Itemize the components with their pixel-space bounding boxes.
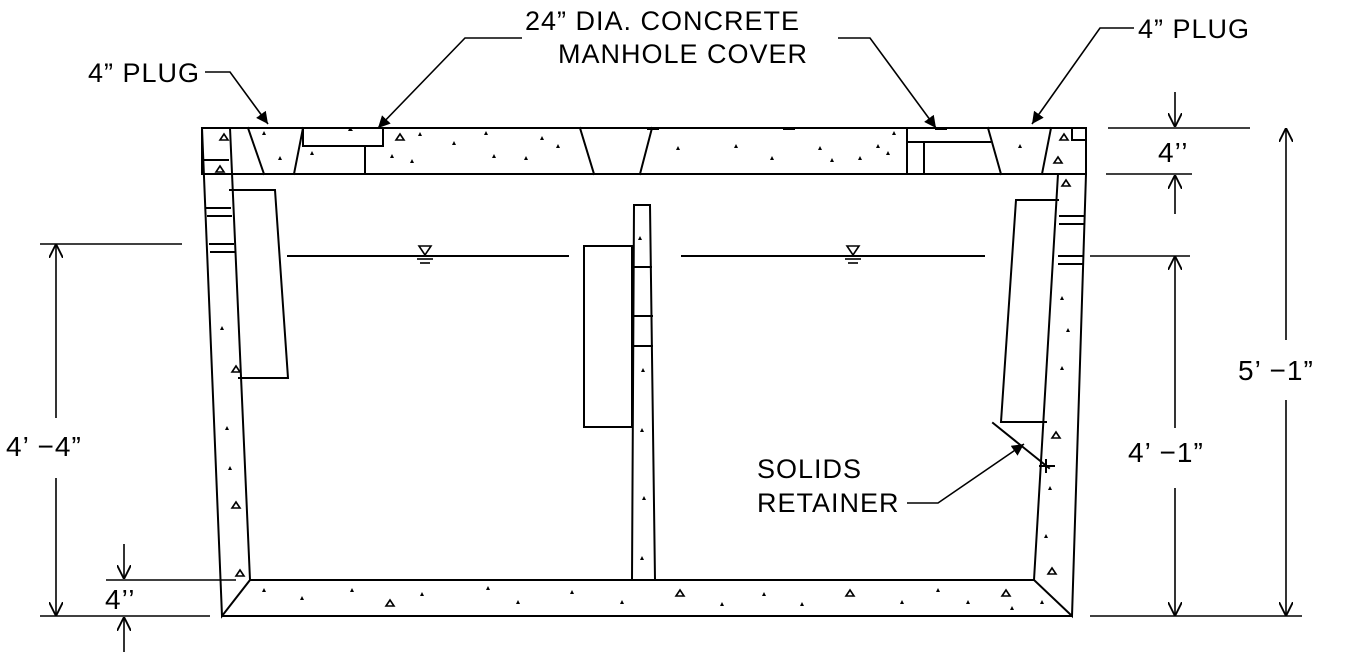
solids-retainer-label-line2: RETAINER [757,488,900,518]
lid-thickness-text: 4’’ [1158,137,1189,168]
left-manhole-recess [302,127,384,175]
right-wall [1032,173,1088,619]
manhole-cover-label-line1: 24” DIA. CONCRETE [525,6,800,36]
center-baffle-wall [630,204,657,581]
total-height-text: 5’ −1” [1238,355,1314,386]
lid-center-joint [578,126,654,176]
inlet-height-text: 4’ −4” [6,431,82,462]
right-manhole-recess [906,127,991,175]
water-level-right [681,245,985,264]
outlet-baffle [999,199,1059,423]
manhole-cover-callout: 24” DIA. CONCRETE MANHOLE COVER [377,6,937,129]
manhole-cover-label-line2: MANHOLE COVER [558,39,808,69]
right-plug-label: 4” PLUG [1138,14,1250,44]
right-plug-opening [986,126,1053,176]
lid-thickness-dimension: 4’’ [1106,92,1250,214]
floor-thickness-text: 4’’ [105,584,136,615]
floor-thickness-dimension: 4’’ [105,544,236,652]
solids-retainer [991,421,1055,473]
left-plug-opening [246,126,305,176]
inlet-baffle [229,189,290,379]
outlet-height-text: 4’ −1” [1128,437,1204,468]
water-level-left [287,245,569,264]
right-plug-callout: 4” PLUG [1031,14,1250,125]
inlet-height-dimension: 4’ −4” [0,243,210,617]
tank-lid [201,126,1087,176]
center-transfer-baffle [583,245,633,428]
tank-floor [221,579,1073,617]
solids-retainer-label-line1: SOLIDS [757,454,862,484]
total-height-dimension: 5’ −1” [1090,128,1340,617]
solids-retainer-callout: SOLIDS RETAINER [757,443,1025,518]
outlet-height-dimension: 4’ −1” [1090,255,1232,616]
left-plug-callout: 4” PLUG [88,58,269,125]
left-plug-label: 4” PLUG [88,58,200,88]
concrete-aggregate [214,127,1072,610]
left-wall [200,127,252,619]
